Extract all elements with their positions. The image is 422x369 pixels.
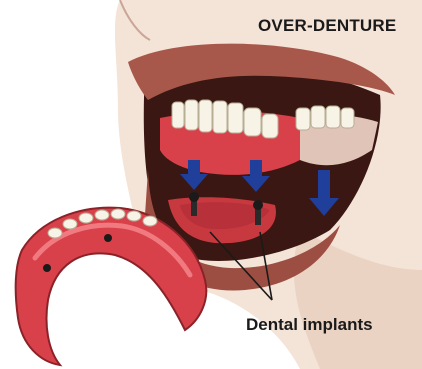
tooth: [48, 228, 62, 238]
tooth: [63, 219, 77, 229]
tooth: [127, 211, 141, 221]
tooth: [296, 108, 310, 130]
tooth: [262, 114, 278, 138]
tooth: [341, 108, 354, 128]
tooth: [228, 103, 243, 133]
tooth: [311, 106, 325, 128]
implants-label: Dental implants: [246, 315, 373, 334]
tooth: [244, 108, 261, 136]
diagram-title: OVER-DENTURE: [258, 16, 396, 35]
tooth: [213, 101, 227, 133]
implant-socket-icon: [104, 234, 112, 242]
implant-socket-icon: [43, 264, 51, 272]
tooth: [199, 100, 212, 132]
tooth: [79, 213, 93, 223]
tooth: [143, 216, 157, 226]
tooth: [111, 209, 125, 219]
tooth: [172, 102, 184, 128]
tooth: [95, 210, 109, 220]
tooth: [185, 100, 198, 130]
tooth: [326, 106, 340, 128]
